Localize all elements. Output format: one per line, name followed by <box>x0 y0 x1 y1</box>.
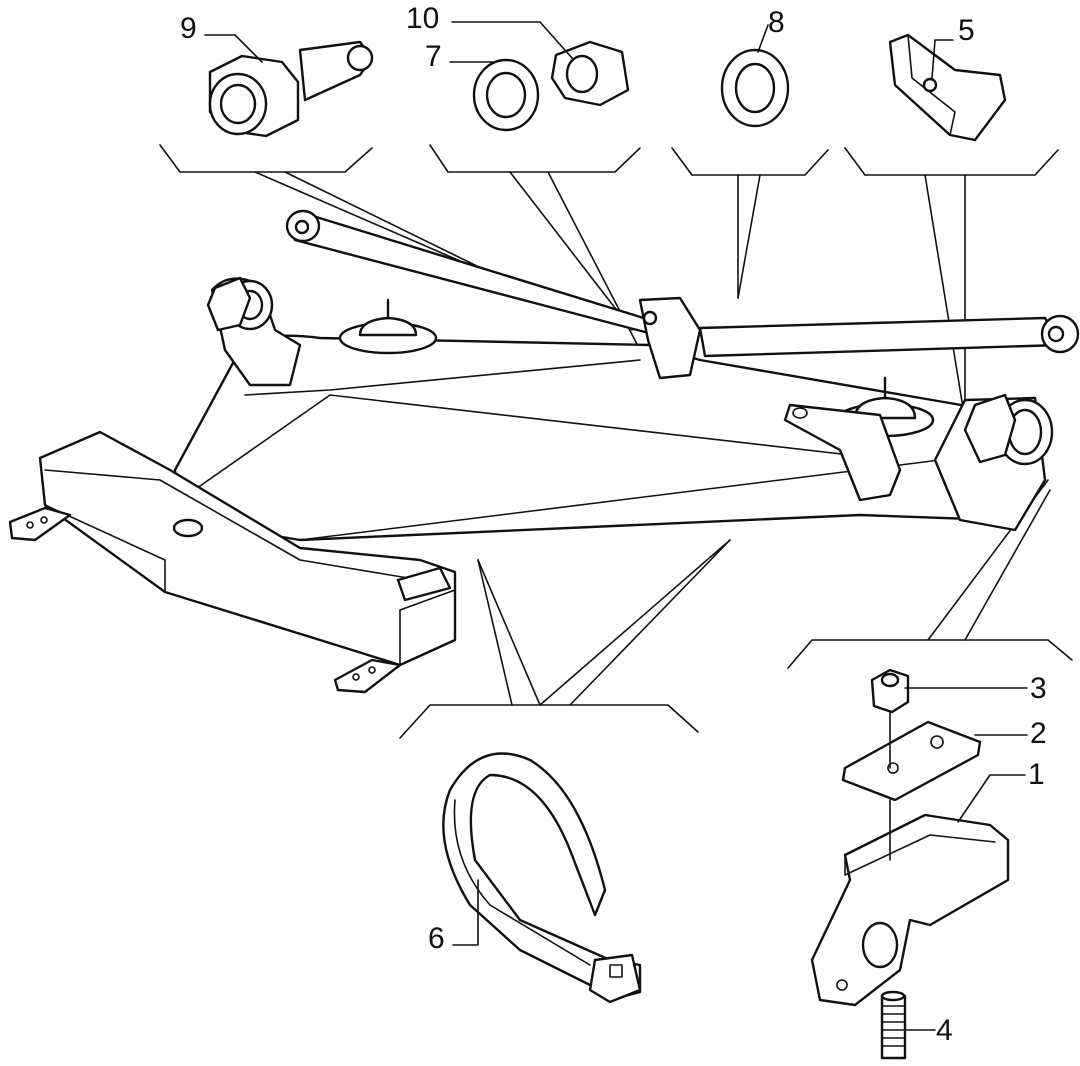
part-3-nut <box>870 668 910 714</box>
right-link-rod <box>698 314 1080 358</box>
callout-9: 9 <box>180 12 197 45</box>
callout-7: 7 <box>425 40 442 73</box>
part-2-plate <box>841 711 982 802</box>
callout-1: 1 <box>1028 758 1045 791</box>
part-9-hex-sleeve <box>208 40 374 138</box>
part-5-clip <box>888 33 1007 142</box>
callout-3: 3 <box>1030 672 1047 705</box>
callout-8: 8 <box>768 6 785 39</box>
cross-beam <box>173 276 1054 542</box>
part-10-nut <box>550 40 630 107</box>
part-8-ring <box>720 48 790 128</box>
part-1-bracket <box>810 799 1010 1007</box>
callout-4: 4 <box>936 1014 953 1047</box>
callout-2: 2 <box>1030 717 1047 750</box>
callout-6: 6 <box>428 922 445 955</box>
part-6-cable-tie <box>442 752 642 1004</box>
callout-leaders <box>204 21 1028 1031</box>
callout-10: 10 <box>406 2 439 35</box>
part-7-ring <box>472 58 540 132</box>
callout-numbers: 9 10 7 8 5 3 2 1 6 4 <box>180 2 1047 1047</box>
part-4-stud <box>880 990 907 1060</box>
front-cross-member <box>8 430 457 694</box>
callout-5: 5 <box>958 14 975 47</box>
upper-link-rod <box>285 209 662 338</box>
